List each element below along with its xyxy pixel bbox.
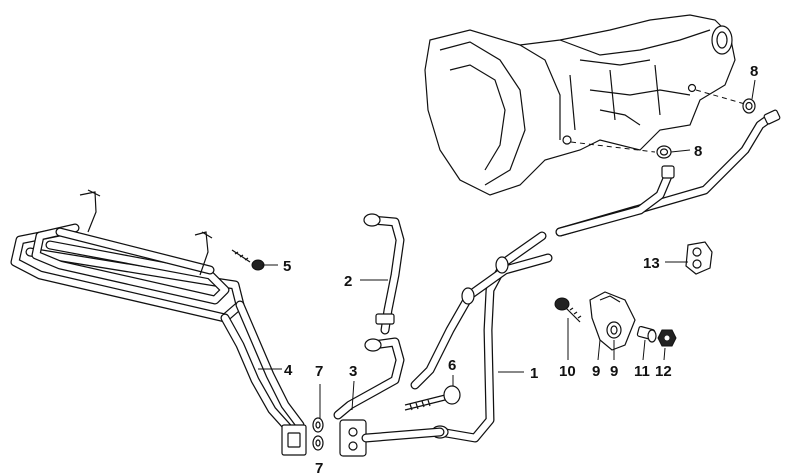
- callout-13: 13: [643, 255, 660, 272]
- spacer-sleeve: [636, 325, 657, 343]
- bolt-5: [231, 249, 265, 271]
- callout-8-upper: 8: [750, 63, 758, 80]
- sealing-ring-lower: [656, 145, 672, 159]
- callout-labels: 1 2 3 4 5 6 7 7 8 8 9 9 10 11 12 13: [283, 63, 758, 473]
- sealing-ring-upper: [742, 98, 756, 114]
- callout-1: 1: [530, 365, 538, 382]
- sealing-washer-lower: [312, 435, 324, 451]
- oil-cooler-radiator: [10, 189, 307, 456]
- callout-9-left: 9: [592, 363, 600, 380]
- callout-2: 2: [344, 273, 352, 290]
- callout-8-lower: 8: [694, 143, 702, 160]
- mounting-bracket: [589, 291, 636, 351]
- sealing-washer-upper: [312, 417, 324, 433]
- callout-6: 6: [448, 357, 456, 374]
- oil-line-3: [333, 337, 405, 420]
- bolt-10: [554, 297, 582, 323]
- callout-7-upper: 7: [315, 363, 323, 380]
- oil-line-2: [363, 213, 405, 335]
- hex-nut: [657, 329, 677, 347]
- hollow-bolt: [404, 385, 461, 411]
- connector-block: [339, 419, 445, 457]
- callout-5: 5: [283, 258, 291, 275]
- callout-4: 4: [284, 362, 293, 379]
- transmission-housing: [424, 14, 736, 196]
- pipe-clamp: [685, 241, 713, 275]
- callout-11: 11: [634, 363, 650, 380]
- leader-lines: [258, 79, 756, 418]
- callout-7-lower: 7: [315, 460, 323, 473]
- callout-9-right: 9: [610, 363, 618, 380]
- oil-cooler-line-1: [410, 109, 781, 443]
- callout-3: 3: [349, 363, 357, 380]
- callout-10: 10: [559, 363, 576, 380]
- callout-12: 12: [655, 363, 672, 380]
